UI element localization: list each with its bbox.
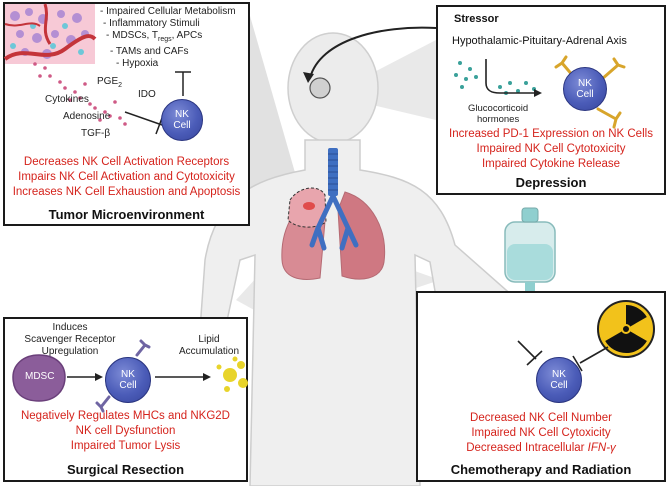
tumor-effect-2: Impairs NK Cell Activation and Cytotoxic… — [18, 171, 235, 183]
inhibition-arrows — [124, 71, 191, 135]
mdsc-cell-shape — [12, 354, 66, 402]
factor-tams: - TAMs and CAFs — [110, 46, 189, 57]
tumor-tissue-image — [3, 3, 97, 64]
chemo-effect-1: Decreased NK Cell Number — [470, 412, 612, 424]
pge2-label: PGE2 — [97, 76, 123, 89]
hpa-axis-label: Hypothalamic-Pituitary-Adrenal Axis — [452, 35, 627, 47]
induces-label: Induces Scavenger Receptor Upregulation — [24, 322, 116, 357]
stressor-label: Stressor — [454, 13, 499, 25]
tumor-effect-1: Decreases NK Cell Activation Receptors — [23, 156, 230, 168]
surgical-effect-1: Negatively Regulates MHCs and NKG2D — [20, 410, 230, 422]
surgical-panel-title: Surgical Resection — [66, 462, 185, 477]
brain-highlight — [309, 77, 331, 99]
radiation-symbol — [597, 300, 655, 358]
cytokines-label: Cytokines — [45, 94, 89, 105]
surgical-effect-3: Impaired Tumor Lysis — [70, 440, 181, 452]
right-lung — [337, 191, 386, 280]
ifn-gamma-label: IFN-γ — [587, 442, 616, 454]
factor-inflammatory: - Inflammatory Stimuli — [103, 18, 200, 29]
factor-hypoxia: - Hypoxia — [116, 58, 159, 69]
surgical-effects: Negatively Regulates MHCs and NKG2D NK c… — [5, 409, 246, 454]
tumor-effects: Decreases NK Cell Activation Receptors I… — [5, 155, 248, 200]
tumor-microenvironment-panel: - Impaired Cellular Metabolism - Inflamm… — [3, 2, 250, 226]
chemo-inhibition-arrows — [517, 340, 609, 372]
tgf-beta-label: TGF-β — [81, 128, 111, 139]
chemo-effect-3: Decreased Intracellular IFN-γ — [466, 442, 616, 454]
depression-effects: Increased PD-1 Expression on NK Cells Im… — [438, 127, 664, 172]
tumor-factor-list: - Impaired Cellular Metabolism - Inflamm… — [100, 6, 236, 70]
surgical-effect-2: NK cell Dysfunction — [75, 425, 176, 437]
brain-to-stressor-arrow — [309, 26, 437, 79]
bronchi — [309, 193, 359, 251]
surgical-arrows — [67, 339, 248, 413]
adenosine-label: Adenosine — [63, 111, 111, 122]
tumor-spot — [303, 202, 315, 210]
mdsc-label: MDSC — [25, 371, 55, 382]
depression-effect-3: Impaired Cytokine Release — [481, 158, 621, 170]
lipid-label: Lipid Accumulation — [178, 334, 240, 357]
chemo-panel-title: Chemotherapy and Radiation — [450, 462, 632, 477]
glucocorticoid-label: Glucocorticoid hormones — [468, 103, 529, 125]
glucocorticoid-release — [454, 55, 626, 129]
surgical-resection-panel: Induces Scavenger Receptor Upregulation … — [3, 317, 248, 482]
depression-panel-title: Depression — [515, 175, 587, 190]
depression-effect-1: Increased PD-1 Expression on NK Cells — [449, 128, 653, 140]
factor-mdscs: - MDSCs, Tregs, APCs — [106, 30, 203, 43]
secreted-factors-dots — [33, 62, 127, 126]
chemo-effects: Decreased NK Cell Number Impaired NK Cel… — [418, 411, 664, 456]
depression-panel: Stressor Hypothalamic-Pituitary-Adrenal … — [436, 5, 666, 195]
ido-label: IDO — [138, 89, 156, 100]
tumor-zoom-beam — [250, 16, 300, 195]
depression-effect-2: Impaired NK Cell Cytotoxicity — [476, 143, 626, 155]
tumor-effect-3: Increases NK Cell Exhaustion and Apoptos… — [12, 186, 241, 198]
tumor-panel-title: Tumor Microenvironment — [48, 207, 205, 222]
factor-metabolism: - Impaired Cellular Metabolism — [100, 6, 236, 17]
chemo-effect-2: Impaired NK Cell Cytoxicity — [471, 427, 611, 439]
